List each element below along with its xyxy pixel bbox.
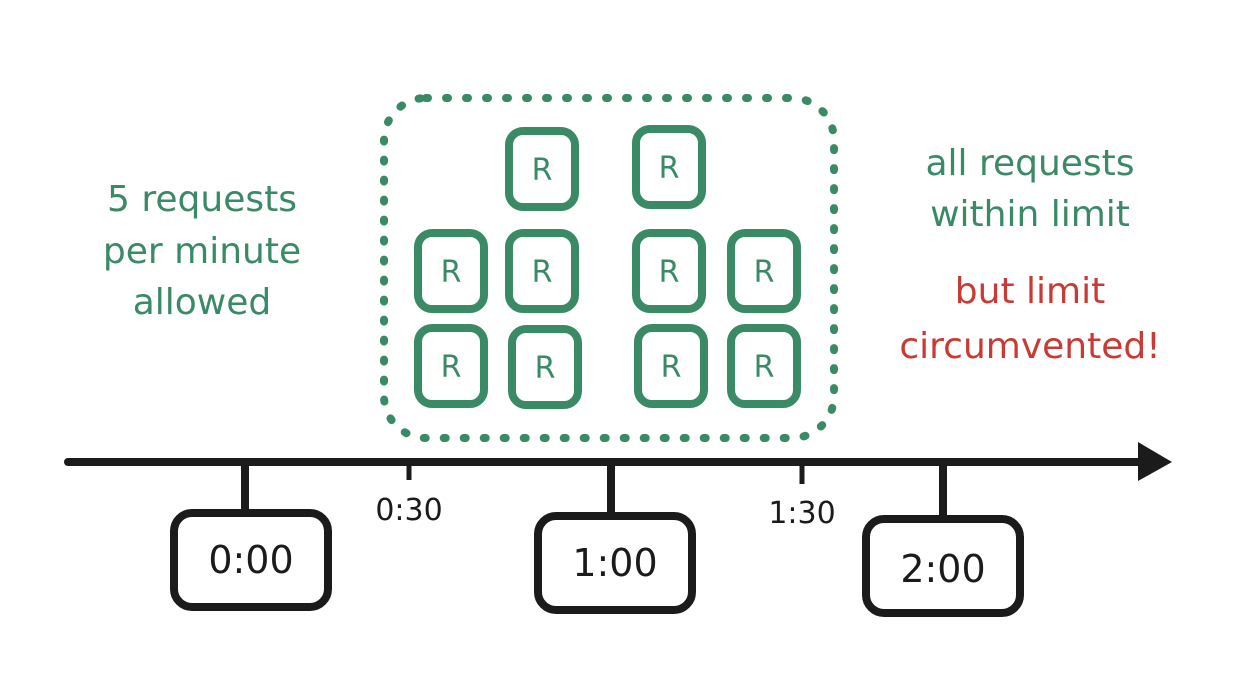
- request-box-letter: R: [535, 351, 556, 386]
- right-note-line-4: circumvented!: [899, 326, 1160, 367]
- time-box-0: [170, 509, 332, 611]
- request-box-outline: [727, 229, 801, 313]
- time-label-2: 2:00: [900, 547, 985, 591]
- request-box-letter: R: [532, 255, 553, 290]
- left-note-line-2: per minute: [103, 231, 301, 272]
- request-box: R: [634, 324, 708, 408]
- request-group: R R R R R R R R R R: [414, 125, 801, 409]
- request-box-letter: R: [661, 350, 682, 385]
- request-box-outline: [727, 324, 801, 408]
- request-box-letter: R: [659, 255, 680, 290]
- request-box-outline: [508, 325, 582, 409]
- time-box-1: [534, 512, 696, 614]
- left-note-line-1: 5 requests: [107, 179, 297, 220]
- request-box-outline: [632, 125, 706, 209]
- request-box-outline: [632, 229, 706, 313]
- time-label-0: 0:00: [208, 538, 293, 582]
- left-note-line-3: allowed: [133, 282, 272, 323]
- request-box: R: [508, 325, 582, 409]
- right-note-red: but limit circumvented!: [899, 271, 1160, 367]
- request-box-outline: [414, 324, 488, 408]
- request-box: R: [414, 324, 488, 408]
- request-box-letter: R: [754, 350, 775, 385]
- right-note-line-1: all requests: [925, 143, 1134, 184]
- right-note-line-3: but limit: [955, 271, 1105, 312]
- request-box-letter: R: [441, 350, 462, 385]
- minor-label-0: 0:30: [375, 493, 442, 528]
- left-note: 5 requests per minute allowed: [103, 179, 301, 323]
- time-box-2: [862, 515, 1024, 617]
- request-box: R: [727, 324, 801, 408]
- request-box-outline: [634, 324, 708, 408]
- request-box: R: [505, 127, 579, 211]
- request-box: R: [727, 229, 801, 313]
- request-box-letter: R: [754, 255, 775, 290]
- window-boundary: [380, 94, 838, 442]
- request-box-outline: [414, 229, 488, 313]
- request-box: R: [632, 229, 706, 313]
- right-note-line-2: within limit: [930, 194, 1130, 235]
- request-box: R: [505, 229, 579, 313]
- minor-label-1: 1:30: [768, 496, 835, 531]
- request-box-outline: [505, 229, 579, 313]
- timeline-arrowhead: [1138, 442, 1172, 481]
- request-box-outline: [505, 127, 579, 211]
- right-note-green: all requests within limit: [925, 143, 1134, 235]
- request-box-letter: R: [441, 255, 462, 290]
- timeline: 0:00 1:00 2:00 0:30 1:30: [64, 442, 1172, 617]
- request-box: R: [414, 229, 488, 313]
- time-label-1: 1:00: [572, 541, 657, 585]
- request-box-letter: R: [532, 153, 553, 188]
- request-box-letter: R: [659, 151, 680, 186]
- request-box: R: [632, 125, 706, 209]
